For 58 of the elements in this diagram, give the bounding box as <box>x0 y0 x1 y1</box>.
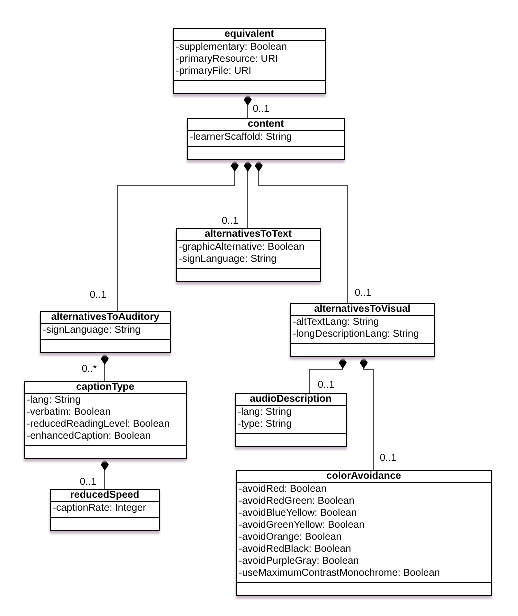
attribute-text: -avoidGreenYellow: Boolean <box>238 520 366 532</box>
multiplicity-label: 0..1 <box>222 216 239 227</box>
attribute-text: -reducedReadingLevel: Boolean <box>26 419 171 431</box>
class-name: alternativesToText <box>204 229 293 240</box>
multiplicity-label: 0..1 <box>318 380 335 391</box>
attribute-text: -altTextLang: String <box>292 317 380 329</box>
attribute-text: -lang: String <box>237 407 293 419</box>
class-box <box>176 228 321 282</box>
attribute-text: -supplementary: Boolean <box>175 42 288 54</box>
attribute-text: -primaryFile: URI <box>175 66 253 78</box>
multiplicity-label: 0..1 <box>80 477 97 488</box>
class-name: captionType <box>75 382 136 393</box>
attribute-text: -avoidRed: Boolean <box>238 484 328 496</box>
class-box <box>50 489 160 531</box>
attribute-text: -signLanguage: String <box>42 325 142 337</box>
class-box <box>236 470 492 596</box>
composition-connector <box>101 458 109 490</box>
multiplicity-label: 0..1 <box>355 288 372 299</box>
composition-connector <box>118 160 239 312</box>
class-name: audioDescription <box>249 394 333 405</box>
attribute-text: -avoidRedBlack: Boolean <box>238 544 352 556</box>
class-box <box>187 118 345 160</box>
attribute-text: -captionRate: Integer <box>52 503 148 515</box>
class-box <box>24 381 187 459</box>
class-name: alternativesToVisual <box>313 304 412 315</box>
composition-connector <box>101 352 109 382</box>
class-box <box>40 311 171 353</box>
attribute-text: -learnerScaffold: String <box>189 132 294 144</box>
attribute-text: -avoidRedGreen: Boolean <box>238 496 356 508</box>
attribute-text: -graphicAlternative: Boolean <box>178 242 306 254</box>
class-name: content <box>246 119 286 130</box>
composition-connector <box>244 94 252 118</box>
attribute-text: -signLanguage: String <box>178 254 278 266</box>
class-box <box>173 28 326 94</box>
composition-connector <box>310 356 347 394</box>
multiplicity-label: 0..1 <box>90 290 107 301</box>
attribute-text: -longDescriptionLang: String <box>292 329 420 341</box>
composition-connector <box>244 160 252 228</box>
composition-connector <box>360 356 374 470</box>
class-name: equivalent <box>224 29 276 40</box>
class-box <box>290 303 435 357</box>
attribute-text: -enhancedCaption: Boolean <box>26 431 152 443</box>
class-name: alternativesToAuditory <box>50 312 161 323</box>
attribute-text: -primaryResource: URI <box>175 54 280 66</box>
attribute-text: -useMaximumContrastMonochrome: Boolean <box>238 568 442 580</box>
class-name: colorAvoidance <box>326 471 402 482</box>
multiplicity-label: 0..* <box>82 364 98 375</box>
attribute-text: -verbatim: Boolean <box>26 407 112 419</box>
class-name: reducedSpeed <box>70 490 140 501</box>
attribute-text: -type: String <box>237 419 293 431</box>
attribute-text: -avoidOrange: Boolean <box>238 532 343 544</box>
composition-connector <box>255 160 348 304</box>
class-box <box>235 393 347 447</box>
attribute-text: -avoidPurpleGray: Boolean <box>238 556 360 568</box>
multiplicity-label: 0..1 <box>253 104 270 115</box>
attribute-text: -avoidBlueYellow: Boolean <box>238 508 358 520</box>
attribute-text: -lang: String <box>26 395 82 407</box>
multiplicity-label: 0..1 <box>380 453 397 464</box>
